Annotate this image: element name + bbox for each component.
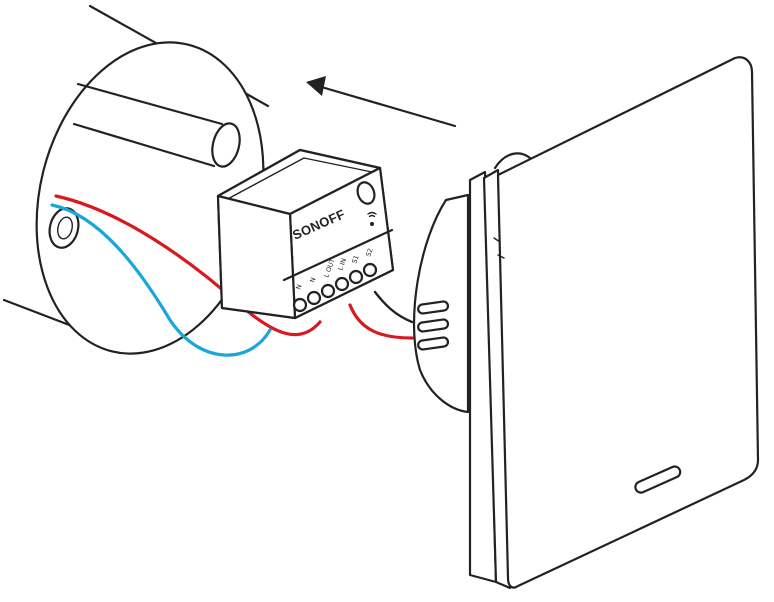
terminal-label-lin: L IN bbox=[336, 257, 348, 272]
terminal-label-s1: S1 bbox=[350, 254, 360, 265]
switch-wire-red bbox=[348, 303, 414, 340]
terminal-label-n1: N bbox=[294, 283, 303, 290]
direction-arrow-icon bbox=[306, 76, 457, 128]
pairing-button-icon bbox=[356, 181, 376, 205]
wifi-icon bbox=[367, 211, 377, 226]
terminal-label-s2: S2 bbox=[364, 247, 374, 258]
neutral-wire bbox=[50, 203, 272, 357]
wall-switch bbox=[412, 56, 760, 590]
smart-switch-module: SONOFF N N L OUT L IN S1 S2 bbox=[216, 148, 395, 320]
indicator-slot bbox=[634, 465, 682, 494]
wire-slots bbox=[417, 300, 450, 351]
terminal-block bbox=[292, 262, 378, 313]
switch-wire-black bbox=[373, 290, 414, 324]
terminal-label-n2: N bbox=[308, 276, 317, 283]
